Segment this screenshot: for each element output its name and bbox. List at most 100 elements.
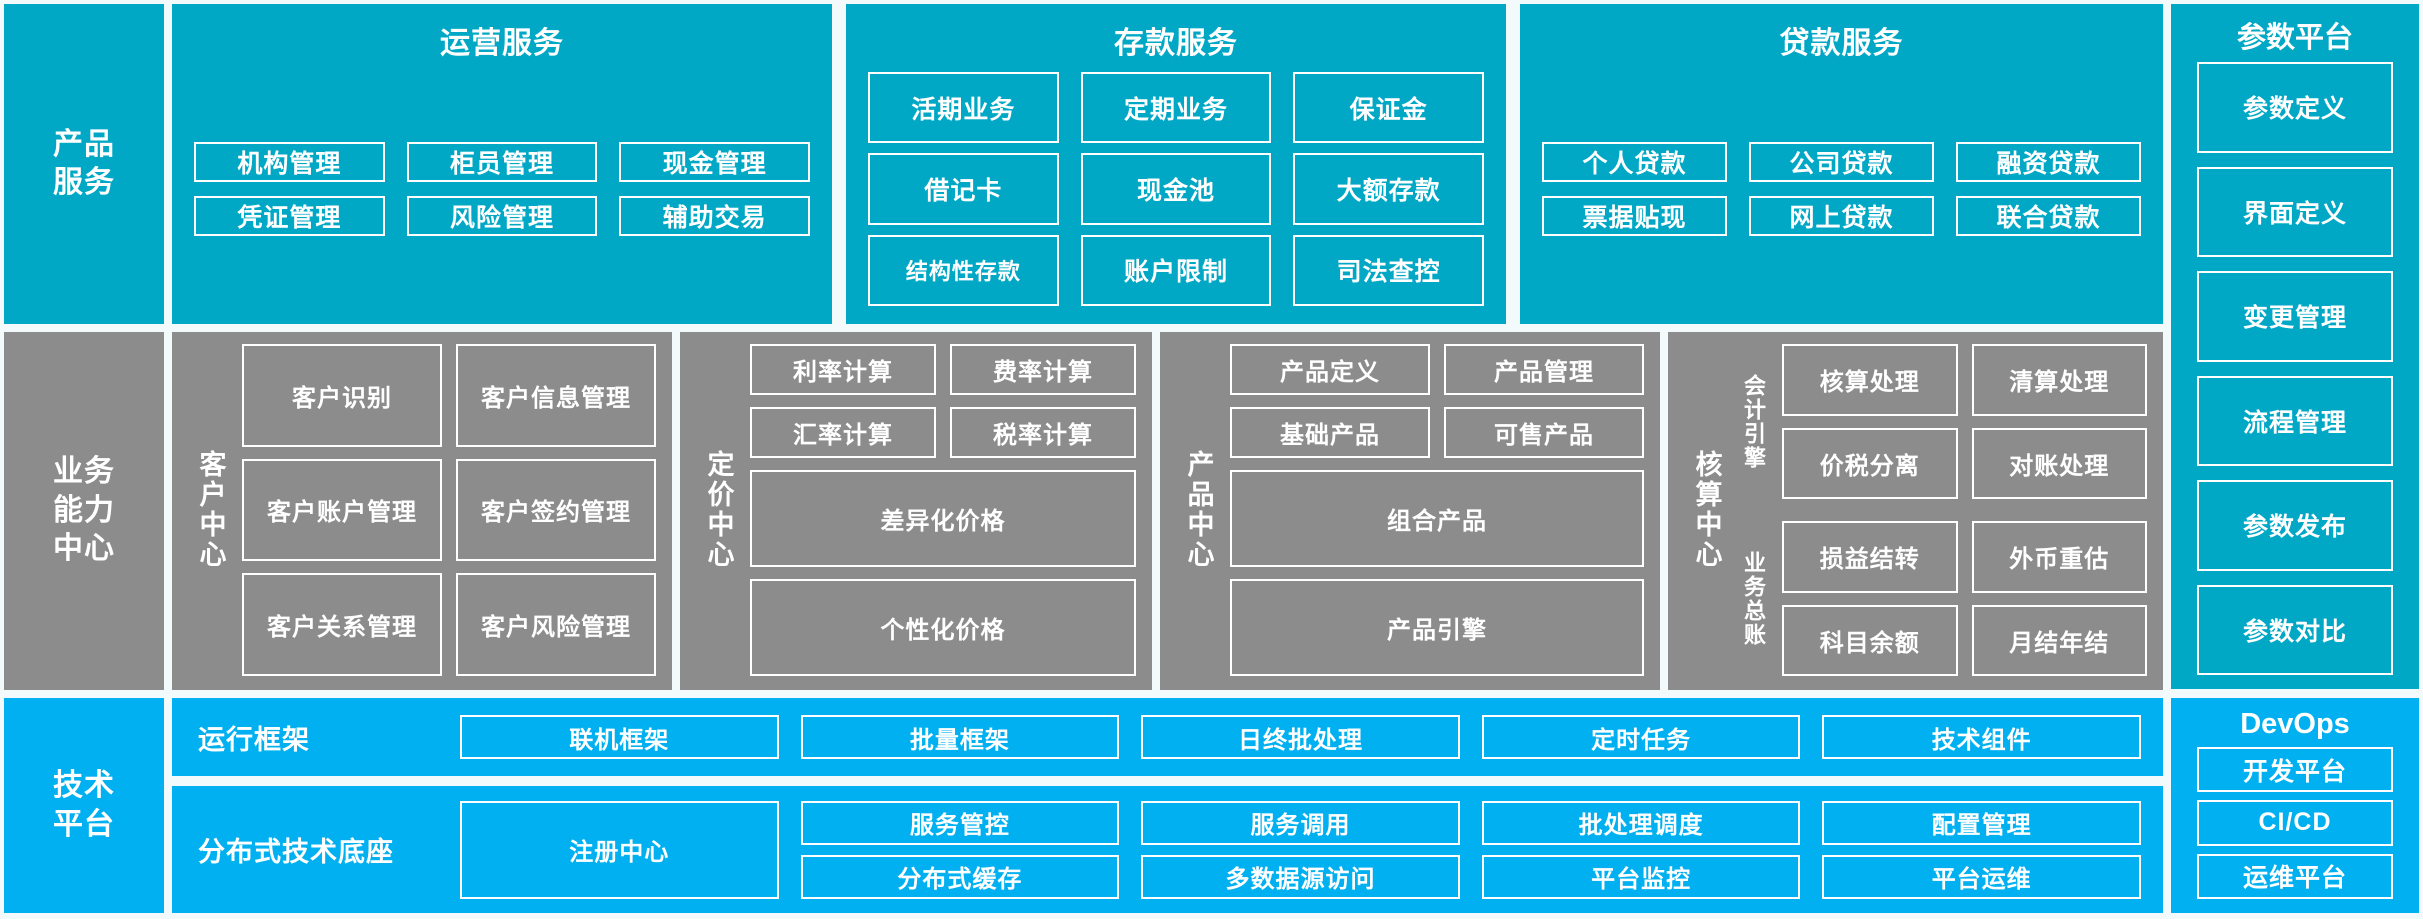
rail-tech-platform: 技术平台 [4,698,164,913]
tile-distributed-cache[interactable]: 分布式缓存 [800,854,1120,899]
parameter-platform-title: 参数平台 [2236,22,2353,54]
tile-risk-management[interactable]: 风险管理 [406,196,598,236]
runtime-framework-strip: 运行框架 联机框架 批量框架 日终批处理 定时任务 技术组件 [172,698,2163,776]
tile-product-management[interactable]: 产品管理 [1444,344,1644,395]
product-service-groups: 运营服务 机构管理 柜员管理 现金管理 凭证管理 风险管理 辅助交易 存款服务 … [172,4,2163,324]
tile-batch-scheduling[interactable]: 批处理调度 [1481,800,1801,845]
tile-corporate-loan[interactable]: 公司贷款 [1749,142,1934,182]
loan-tile-grid: 个人贷款 公司贷款 融资贷款 票据贴现 网上贷款 联合贷款 [1542,72,2141,306]
rail-product-service: 产品服务 [4,4,164,324]
tile-eod-batch[interactable]: 日终批处理 [1141,715,1460,759]
tile-online-loan[interactable]: 网上贷款 [1749,196,1934,236]
rail-capability-center: 业务能力中心 [4,332,164,690]
panel-devops: DevOps 开发平台 CI/CD 运维平台 [2171,698,2419,913]
tile-platform-monitor[interactable]: 平台监控 [1481,854,1801,899]
tile-price-tax-separation[interactable]: 价税分离 [1782,427,1958,499]
tile-config-management[interactable]: 配置管理 [1822,800,2141,845]
tile-structured-deposit[interactable]: 结构性存款 [868,234,1059,306]
tile-multi-datasource[interactable]: 多数据源访问 [1141,854,1460,899]
tile-large-deposit[interactable]: 大额存款 [1293,153,1484,225]
rail-product-service-label: 产品服务 [53,127,115,199]
tile-personal-loan[interactable]: 个人贷款 [1542,142,1727,182]
param-item-ui-definition[interactable]: 界面定义 [2197,166,2393,257]
accounting-engine-grid: 核算处理 清算处理 价税分离 对账处理 [1782,344,2147,499]
param-item-publish[interactable]: 参数发布 [2197,480,2393,571]
tile-online-framework[interactable]: 联机框架 [460,715,779,759]
tile-service-invocation[interactable]: 服务调用 [1141,800,1460,845]
tile-org-management[interactable]: 机构管理 [194,142,385,182]
tile-account-restriction[interactable]: 账户限制 [1080,234,1272,306]
tile-debit-card[interactable]: 借记卡 [868,153,1059,225]
tile-customer-account-mgmt[interactable]: 客户账户管理 [242,458,442,562]
tile-registry-center[interactable]: 注册中心 [460,800,779,899]
center-product-label: 产品中心 [1183,450,1214,570]
devops-list: 开发平台 CI/CD 运维平台 [2197,747,2393,899]
tile-bill-discount[interactable]: 票据贴现 [1542,196,1727,236]
tile-subject-balance[interactable]: 科目余额 [1782,604,1958,676]
deposit-tile-grid: 活期业务 定期业务 保证金 借记卡 现金池 大额存款 结构性存款 账户限制 司法… [868,72,1484,306]
runtime-framework-label: 运行框架 [198,724,310,755]
tile-customer-info-mgmt[interactable]: 客户信息管理 [456,344,656,447]
param-item-compare[interactable]: 参数对比 [2197,584,2393,675]
param-item-definition[interactable]: 参数定义 [2197,62,2393,153]
tile-product-definition[interactable]: 产品定义 [1230,344,1430,395]
center-product: 产品中心 产品定义 产品管理 基础产品 可售产品 组合产品 产品引擎 [1160,332,1660,690]
tile-customer-identify[interactable]: 客户识别 [242,344,442,447]
tile-profit-loss-carryover[interactable]: 损益结转 [1782,521,1958,593]
tile-interest-rate-calc[interactable]: 利率计算 [750,344,936,395]
tile-accounting-process[interactable]: 核算处理 [1782,344,1958,416]
group-deposit-title: 存款服务 [1114,27,1238,60]
center-customer: 客户中心 客户识别 客户信息管理 客户账户管理 客户签约管理 客户关系管理 客户… [172,332,672,690]
distributed-base-strip: 分布式技术底座 注册中心 服务管控 服务调用 批处理调度 配置管理 分布式缓存 … [172,786,2163,913]
parameter-platform-list: 参数定义 界面定义 变更管理 流程管理 参数发布 参数对比 [2197,62,2393,675]
subgroup-general-ledger-label: 业务总账 [1741,550,1766,647]
tile-month-year-close[interactable]: 月结年结 [1971,604,2147,676]
tile-cash-pool[interactable]: 现金池 [1080,153,1272,225]
tile-service-governance[interactable]: 服务管控 [800,800,1120,845]
tile-cash-management[interactable]: 现金管理 [619,142,810,182]
tile-tax-rate-calc[interactable]: 税率计算 [950,407,1136,458]
tile-margin-deposit[interactable]: 保证金 [1293,72,1484,144]
group-loan-title: 贷款服务 [1779,27,1904,60]
tile-financing-loan[interactable]: 融资贷款 [1956,142,2141,182]
param-item-process-mgmt[interactable]: 流程管理 [2197,375,2393,466]
tile-differentiated-price[interactable]: 差异化价格 [750,470,1136,567]
tile-auxiliary-transaction[interactable]: 辅助交易 [619,196,810,236]
tile-voucher-management[interactable]: 凭证管理 [194,196,385,236]
devops-item-ops-platform[interactable]: 运维平台 [2197,853,2393,899]
group-deposit-service: 存款服务 活期业务 定期业务 保证金 借记卡 现金池 大额存款 结构性存款 账户… [846,4,1506,324]
tile-reconciliation-process[interactable]: 对账处理 [1971,427,2147,499]
devops-item-dev-platform[interactable]: 开发平台 [2197,747,2393,793]
tile-judicial-control[interactable]: 司法查控 [1293,234,1484,306]
center-pricing-body: 利率计算 费率计算 汇率计算 税率计算 差异化价格 个性化价格 [744,344,1136,676]
center-pricing-label: 定价中心 [703,450,734,570]
tile-scheduled-task[interactable]: 定时任务 [1481,715,1801,759]
tile-demand-deposit[interactable]: 活期业务 [868,72,1059,144]
tile-platform-ops[interactable]: 平台运维 [1822,854,2141,899]
tile-customer-relation-mgmt[interactable]: 客户关系管理 [242,573,442,676]
tile-exchange-rate-calc[interactable]: 汇率计算 [750,407,936,458]
center-customer-label: 客户中心 [195,450,226,570]
tile-customer-risk-mgmt[interactable]: 客户风险管理 [456,573,656,676]
tile-fee-rate-calc[interactable]: 费率计算 [950,344,1136,395]
tile-teller-management[interactable]: 柜员管理 [406,142,598,182]
devops-item-cicd[interactable]: CI/CD [2197,800,2393,846]
tile-customer-contract-mgmt[interactable]: 客户签约管理 [456,458,656,562]
group-operations-title: 运营服务 [440,27,564,60]
tile-base-product[interactable]: 基础产品 [1230,407,1430,458]
tile-time-deposit[interactable]: 定期业务 [1080,72,1272,144]
center-accounting-label: 核算中心 [1691,450,1722,570]
distributed-base-items: 注册中心 服务管控 服务调用 批处理调度 配置管理 分布式缓存 多数据源访问 平… [460,800,2141,899]
tile-tech-components[interactable]: 技术组件 [1822,715,2141,759]
tile-settlement-process[interactable]: 清算处理 [1971,344,2147,416]
tile-product-engine[interactable]: 产品引擎 [1230,579,1644,676]
tile-sellable-product[interactable]: 可售产品 [1444,407,1644,458]
pricing-tile-grid: 利率计算 费率计算 汇率计算 税率计算 [750,344,1136,458]
tile-syndicated-loan[interactable]: 联合贷款 [1956,196,2141,236]
tile-batch-framework[interactable]: 批量框架 [800,715,1120,759]
param-item-change-mgmt[interactable]: 变更管理 [2197,271,2393,362]
accounting-subgroups: 会计引擎 核算处理 清算处理 价税分离 对账处理 业务总账 损益结转 外币重估 [1732,344,2147,676]
tile-fx-revaluation[interactable]: 外币重估 [1971,521,2147,593]
tile-personalized-price[interactable]: 个性化价格 [750,579,1136,676]
tile-composite-product[interactable]: 组合产品 [1230,470,1644,567]
